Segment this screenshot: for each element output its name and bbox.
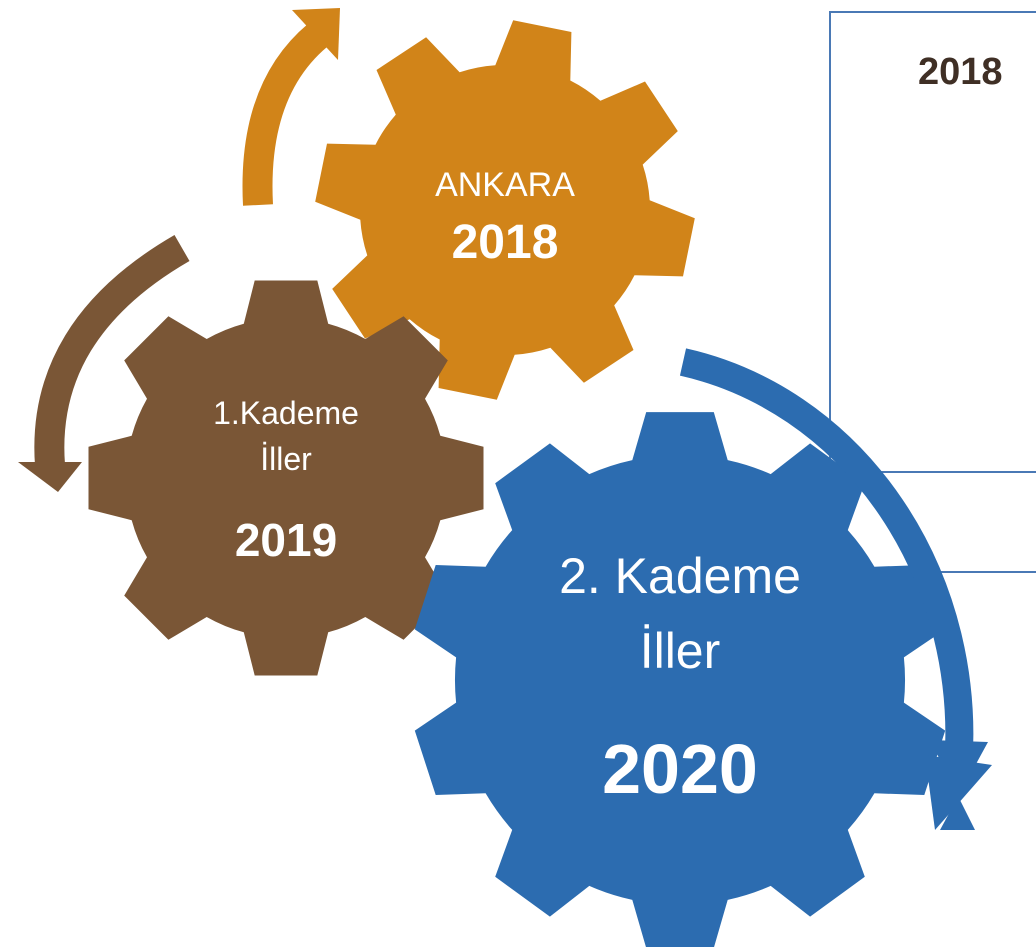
blue-cycle-arrow — [679, 348, 974, 770]
kademe-2-year: 2020 — [602, 730, 758, 808]
info-panel-heading: 2018 — [918, 51, 1003, 93]
kademe-1-year: 2019 — [235, 514, 337, 566]
ankara-gear — [315, 20, 695, 400]
kademe-2-label-line1: 2. Kademe — [559, 548, 801, 604]
info-panel-frame — [829, 11, 1036, 473]
ankara-label: ANKARA — [435, 166, 575, 204]
kademe-2-label-line2: İller — [640, 623, 721, 679]
kademe-1-gear — [88, 280, 484, 676]
kademe-2-gear — [414, 412, 946, 947]
kademe-1-label-line2: İller — [260, 441, 312, 477]
brown-cycle-arrow — [34, 235, 190, 467]
brown-arrowhead — [18, 462, 82, 492]
orange-cycle-arrow — [242, 23, 328, 206]
kademe-1-label-line1: 1.Kademe — [213, 395, 359, 431]
blue-arrowhead-tip — [925, 755, 992, 830]
ankara-year: 2018 — [452, 216, 559, 269]
orange-arrowhead — [292, 8, 340, 60]
